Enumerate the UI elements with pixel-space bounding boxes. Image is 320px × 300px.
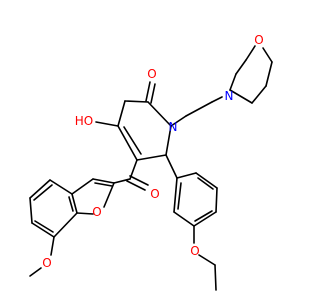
svg-text:O: O [147,67,156,81]
bond [195,172,218,189]
svg-text:O: O [254,33,263,47]
bonds [29,45,273,291]
bond [214,264,217,291]
bond [29,267,42,277]
svg-text:O: O [92,205,101,219]
bond [29,197,33,224]
bond [92,178,115,184]
bond [150,83,156,104]
bond [173,211,195,227]
bond [229,73,237,91]
bond [94,182,113,187]
bond [71,178,94,195]
bond [117,100,126,127]
bond [194,210,213,222]
bond [215,187,218,213]
atom-o-carbonyl-ring: O [147,67,156,81]
atom-o-methoxy: O [42,256,51,270]
bond [29,179,51,199]
atom-o-furan: O [92,205,101,219]
molecule-structure: O HO N N O O O O O [29,33,273,291]
bond [176,172,197,179]
bond [251,85,267,104]
bond [193,211,217,227]
bond [198,254,216,266]
molecule-canvas: O HO N N O O O O O [29,33,273,291]
bond [211,96,223,103]
atom-o-hydroxy: HO [75,114,93,128]
bond [177,182,182,210]
bond [53,212,78,238]
bond [50,236,55,256]
atom-n-pyrrolone: N [169,120,178,134]
bond [185,101,213,117]
bond [95,121,119,127]
svg-text:N: N [225,89,234,103]
bond [245,45,256,61]
bond [34,220,54,233]
bond [262,47,273,63]
bond [33,184,53,201]
atom-o-ethoxy: O [190,244,199,258]
atom-o-ketone: O [150,187,159,201]
bond [117,125,138,161]
bond [31,222,55,238]
svg-text:O: O [42,256,51,270]
atom-n-morpholine: N [225,89,234,103]
bond [76,212,94,215]
bond [126,180,146,191]
bond [147,101,172,127]
bond [235,59,247,75]
bond [165,154,178,179]
bond [71,193,78,214]
bond [68,196,74,212]
bond [229,89,253,104]
svg-text:N: N [169,120,178,134]
atom-labels: O HO N N O O O O O [42,33,263,270]
atom-o-morpholine: O [254,33,263,47]
svg-text:O: O [190,244,199,258]
bond [103,182,115,208]
bond [265,61,273,87]
bond [123,126,142,155]
bond [113,178,131,184]
bond [49,179,73,195]
bond [129,175,149,186]
svg-text:O: O [150,187,159,201]
bond [136,154,167,161]
bond [170,115,187,127]
bond [197,177,214,190]
bond [145,81,151,102]
bond [165,125,172,156]
svg-text:HO: HO [75,114,93,128]
bond [173,177,178,213]
bond [124,100,149,103]
